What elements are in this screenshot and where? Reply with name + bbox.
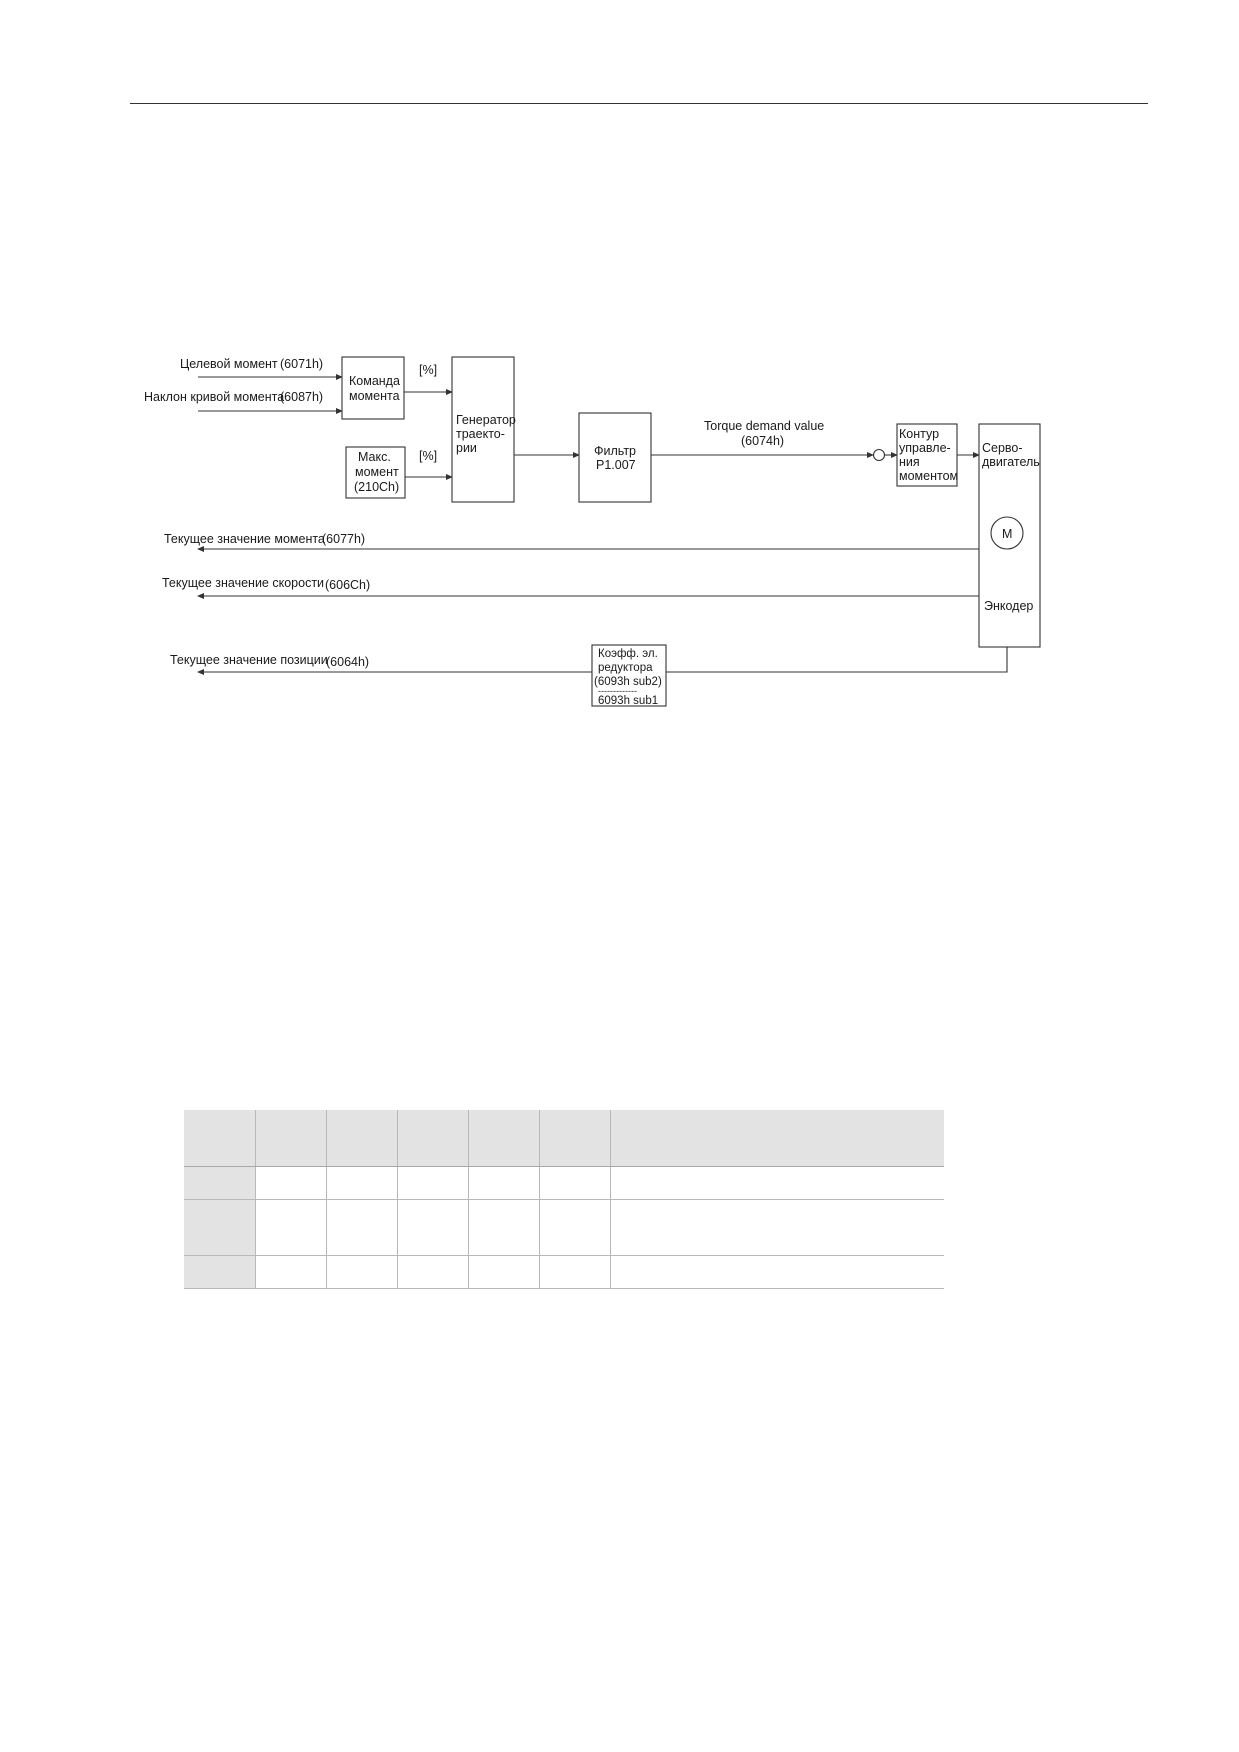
table-row	[184, 1255, 944, 1289]
table-cell	[468, 1255, 540, 1289]
table-cell	[184, 1166, 256, 1200]
torque-command-line1: Команда	[349, 374, 400, 388]
torque-control-diagram: Целевой момент (6071h) Наклон кривой мом…	[144, 356, 1041, 707]
torque-loop-line2: управле-	[899, 441, 951, 455]
trajectory-line3: рии	[456, 441, 477, 455]
table-cell	[539, 1166, 611, 1200]
table-cell	[326, 1166, 398, 1200]
table-cell	[539, 1199, 611, 1256]
filter-line1: Фильтр	[594, 444, 636, 458]
actual-position-label: Текущее значение позиции	[170, 653, 328, 667]
gear-ratio-line4: 6093h sub1	[598, 695, 658, 707]
table-header-cell	[397, 1110, 469, 1167]
motor-symbol: M	[1002, 527, 1012, 541]
gear-ratio-line2: редуктора	[598, 662, 653, 674]
trajectory-line2: траекто-	[456, 427, 505, 441]
table-header-cell	[184, 1110, 256, 1167]
trajectory-generator-box	[451, 356, 515, 503]
table-cell	[397, 1166, 469, 1200]
table-cell	[326, 1255, 398, 1289]
max-torque-line1: Макс.	[358, 450, 391, 464]
servo-motor-line1: Серво-	[982, 441, 1023, 455]
torque-loop-line3: ния	[899, 455, 920, 469]
torque-slope-label: Наклон кривой момента	[144, 390, 284, 404]
percent-label-upper: [%]	[419, 363, 437, 377]
actual-velocity-label: Текущее значение скорости	[162, 576, 324, 590]
actual-torque-code: (6077h)	[322, 532, 365, 546]
target-torque-label: Целевой момент	[180, 357, 278, 371]
trajectory-line1: Генератор	[456, 413, 516, 427]
encoder-label: Энкодер	[984, 599, 1033, 613]
filter-line2: P1.007	[596, 458, 636, 472]
table-row	[184, 1166, 944, 1200]
target-torque-code: (6071h)	[280, 357, 323, 371]
percent-label-lower: [%]	[419, 449, 437, 463]
parameter-table-container	[184, 1110, 944, 1289]
table-header-cell	[326, 1110, 398, 1167]
actual-torque-label: Текущее значение момента	[164, 532, 325, 546]
table-cell	[397, 1255, 469, 1289]
gear-ratio-line3: (6093h sub2)	[594, 676, 662, 688]
table-cell	[255, 1166, 327, 1200]
actual-position-code: (6064h)	[326, 655, 369, 669]
summing-junction	[872, 448, 886, 462]
table-header-cell	[610, 1110, 944, 1167]
torque-demand-label: Torque demand value	[704, 419, 824, 433]
torque-loop-box	[896, 423, 958, 487]
max-torque-box	[345, 446, 406, 499]
torque-loop-line1: Контур	[899, 427, 939, 441]
table-row	[184, 1199, 944, 1256]
max-torque-line2: момент	[355, 465, 399, 479]
torque-command-box	[341, 356, 405, 420]
gear-ratio-box	[591, 644, 667, 707]
torque-command-line2: момента	[349, 389, 400, 403]
table-header-cell	[468, 1110, 540, 1167]
table-cell	[255, 1255, 327, 1289]
table-cell	[255, 1199, 327, 1256]
table-cell	[610, 1166, 944, 1200]
gear-ratio-line1: Коэфф. эл.	[598, 648, 658, 660]
table-cell	[610, 1255, 944, 1289]
table-header-row	[184, 1110, 944, 1167]
max-torque-line3: (210Ch)	[354, 480, 399, 494]
filter-box	[578, 412, 652, 503]
parameter-table	[184, 1110, 944, 1289]
table-cell	[610, 1199, 944, 1256]
torque-slope-code: (6087h)	[280, 390, 323, 404]
table-header-cell	[539, 1110, 611, 1167]
table-cell	[539, 1255, 611, 1289]
gear-ratio-divider: -------------	[598, 686, 637, 696]
torque-demand-code: (6074h)	[741, 434, 784, 448]
header-rule	[130, 103, 1148, 104]
torque-loop-line4: моментом	[899, 469, 958, 483]
table-cell	[397, 1199, 469, 1256]
table-header-cell	[255, 1110, 327, 1167]
servo-motor-line2: двигатель	[982, 455, 1040, 469]
table-cell	[468, 1199, 540, 1256]
table-cell	[184, 1255, 256, 1289]
table-cell	[184, 1199, 256, 1256]
table-cell	[326, 1199, 398, 1256]
motor-icon	[990, 516, 1024, 550]
encoder-to-gear-wire	[666, 647, 1008, 673]
table-cell	[468, 1166, 540, 1200]
actual-velocity-code: (606Ch)	[325, 578, 370, 592]
